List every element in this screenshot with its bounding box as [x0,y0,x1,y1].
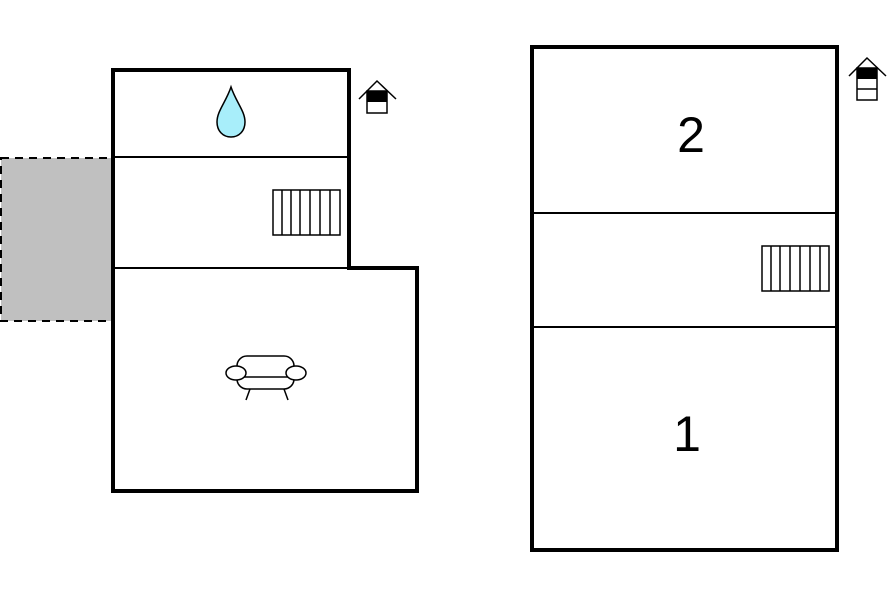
room-number-2: 2 [677,107,705,163]
floor-level-upper-icon [848,56,887,101]
ground-floor [0,68,419,493]
sofa-icon [225,355,307,401]
upper-floor-outer-wall [530,45,839,552]
terrace-area [0,157,113,322]
stairs-icon [761,245,830,292]
ground-floor-outer-wall [111,68,419,493]
stairs-icon [272,189,341,236]
upper-floor: 2 1 [530,45,887,552]
floor-level-ground-icon [358,79,397,114]
water-drop-icon [216,84,246,138]
room-number-1: 1 [673,406,701,462]
